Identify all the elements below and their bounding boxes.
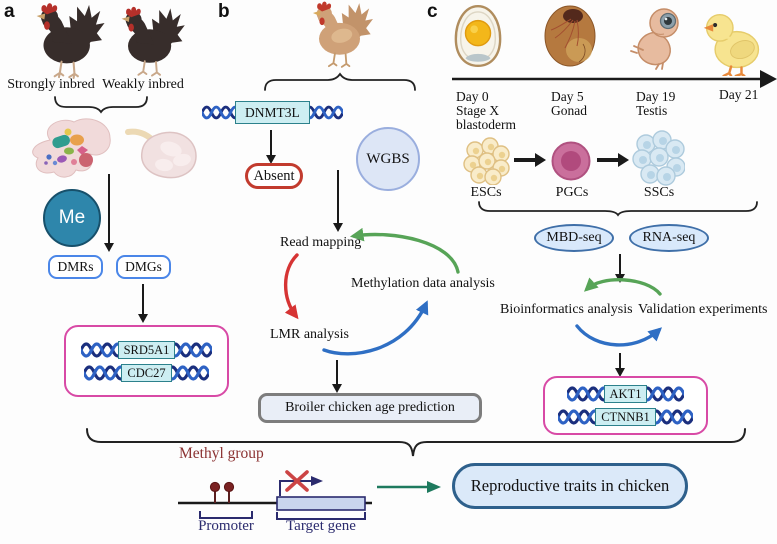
cycle-arc-red-icon: [284, 253, 299, 320]
arrow-down-dnmt3l-to-absent: [270, 130, 273, 156]
wgbs-circle: WGBS: [356, 127, 420, 191]
dna-helix-icon: [558, 409, 601, 425]
panel-b-label: b: [218, 1, 230, 22]
dna-helix-icon: [304, 105, 343, 120]
cycle-arc-green-icon: [349, 227, 460, 274]
gene-label: SRD5A1: [117, 340, 176, 359]
arrow-down-lmr-to-result: [336, 360, 339, 385]
rooster-dark-icon: [121, 6, 185, 77]
gene-row: CDC27: [84, 363, 209, 382]
arrow-down-dmgs-to-genes: [142, 284, 145, 315]
arrow-down-organs-to-dm: [108, 174, 111, 244]
testis-icon: [125, 128, 197, 179]
esc-cells-icon: [463, 137, 510, 185]
arrow-down-seq-to-loop: [619, 254, 622, 275]
timeline-day21-label: Day 21: [719, 87, 759, 102]
cycle-methylation-label: Methylation data analysis: [351, 276, 495, 291]
chick-day21-icon: [703, 13, 760, 76]
outcome-pill: Reproductive traits in chicken: [452, 463, 688, 509]
age-prediction-box: Broiler chicken age prediction: [258, 393, 482, 423]
brace-down-icon: [54, 96, 148, 114]
gene-row: AKT1: [566, 385, 685, 403]
hen-tan-icon: [312, 1, 373, 68]
ssc-label: SSCs: [643, 185, 675, 200]
loop-arc-green-icon: [584, 277, 662, 296]
absent-box: Absent: [245, 163, 303, 189]
hypothalamus-icon: [32, 118, 111, 178]
timeline-day5-label: Day 5 Gonad: [551, 89, 587, 118]
validation-label: Validation experiments: [638, 302, 768, 317]
big-brace-down-icon: [86, 428, 746, 457]
gene-result-box-a: SRD5A1 CDC27: [64, 325, 229, 397]
promoter-label: Promoter: [198, 518, 254, 534]
timeline-day0-label: Day 0 Stage X blastoderm: [456, 89, 516, 132]
gene-row: SRD5A1: [80, 340, 213, 359]
gene-label: AKT1: [603, 385, 648, 403]
arrow-down-to-read-mapping: [337, 170, 340, 224]
dna-helix-icon: [170, 341, 213, 358]
arrow-pgc-to-ssc: [597, 158, 619, 162]
dna-helix-icon: [202, 105, 240, 120]
gene-label: CTNNB1: [595, 408, 656, 426]
esc-label: ESCs: [470, 185, 502, 200]
arrow-esc-to-pgc: [514, 158, 536, 162]
rna-seq-ellipse: RNA-seq: [629, 224, 709, 252]
timeline-arrow-icon: [452, 70, 777, 88]
outcome-arrow-icon: [377, 481, 441, 493]
arrow-down-loop-to-genes: [619, 353, 622, 369]
mbd-seq-ellipse: MBD-seq: [534, 224, 614, 252]
target-gene-label: Target gene: [286, 518, 356, 534]
gene-label: CDC27: [121, 363, 172, 382]
pgc-cell-icon: [551, 141, 591, 181]
dna-helix-icon: [650, 409, 693, 425]
embryo-day19-icon: [630, 8, 679, 70]
group-right-label: Weakly inbred: [102, 77, 184, 92]
cycle-arc-blue-icon: [322, 300, 429, 356]
dna-helix-icon: [166, 364, 209, 381]
egg-day0-icon: [454, 4, 502, 68]
methyl-group-circle: Me: [43, 189, 101, 247]
pgc-label: PGCs: [555, 185, 589, 200]
cycle-read-mapping-label: Read mapping: [280, 235, 362, 250]
dmgs-box: DMGs: [116, 255, 171, 279]
dnmt3l-label: DNMT3L: [235, 101, 310, 124]
embryo-egg-day5-icon: [544, 5, 596, 67]
loop-arc-blue-icon: [575, 324, 663, 347]
dna-helix-icon: [80, 341, 123, 358]
brace-down-icon: [478, 201, 758, 217]
gene-result-box-c: AKT1 CTNNB1: [543, 376, 708, 435]
ssc-cells-icon: [632, 130, 685, 186]
red-cross-icon: [285, 470, 309, 492]
dna-helix-icon: [566, 386, 609, 402]
gene-row: CTNNB1: [558, 408, 693, 426]
dna-helix-icon: [84, 364, 127, 381]
gene-silencing-diagram: [178, 470, 372, 520]
dnmt3l-dna-row: DNMT3L: [202, 101, 343, 124]
brace-up-icon: [264, 72, 416, 91]
methyl-lollipop-icon: [214, 491, 230, 503]
panel-a-label: a: [4, 1, 15, 22]
group-left-label: Strongly inbred: [7, 77, 95, 92]
cycle-lmr-label: LMR analysis: [270, 327, 349, 342]
panel-c-label: c: [427, 1, 438, 22]
timeline-day19-label: Day 19 Testis: [636, 89, 676, 118]
bioinformatics-label: Bioinformatics analysis: [500, 302, 633, 317]
methyl-group-label: Methyl group: [179, 445, 264, 462]
dmrs-box: DMRs: [48, 255, 103, 279]
dna-helix-icon: [642, 386, 685, 402]
rooster-dark-icon: [36, 3, 105, 80]
